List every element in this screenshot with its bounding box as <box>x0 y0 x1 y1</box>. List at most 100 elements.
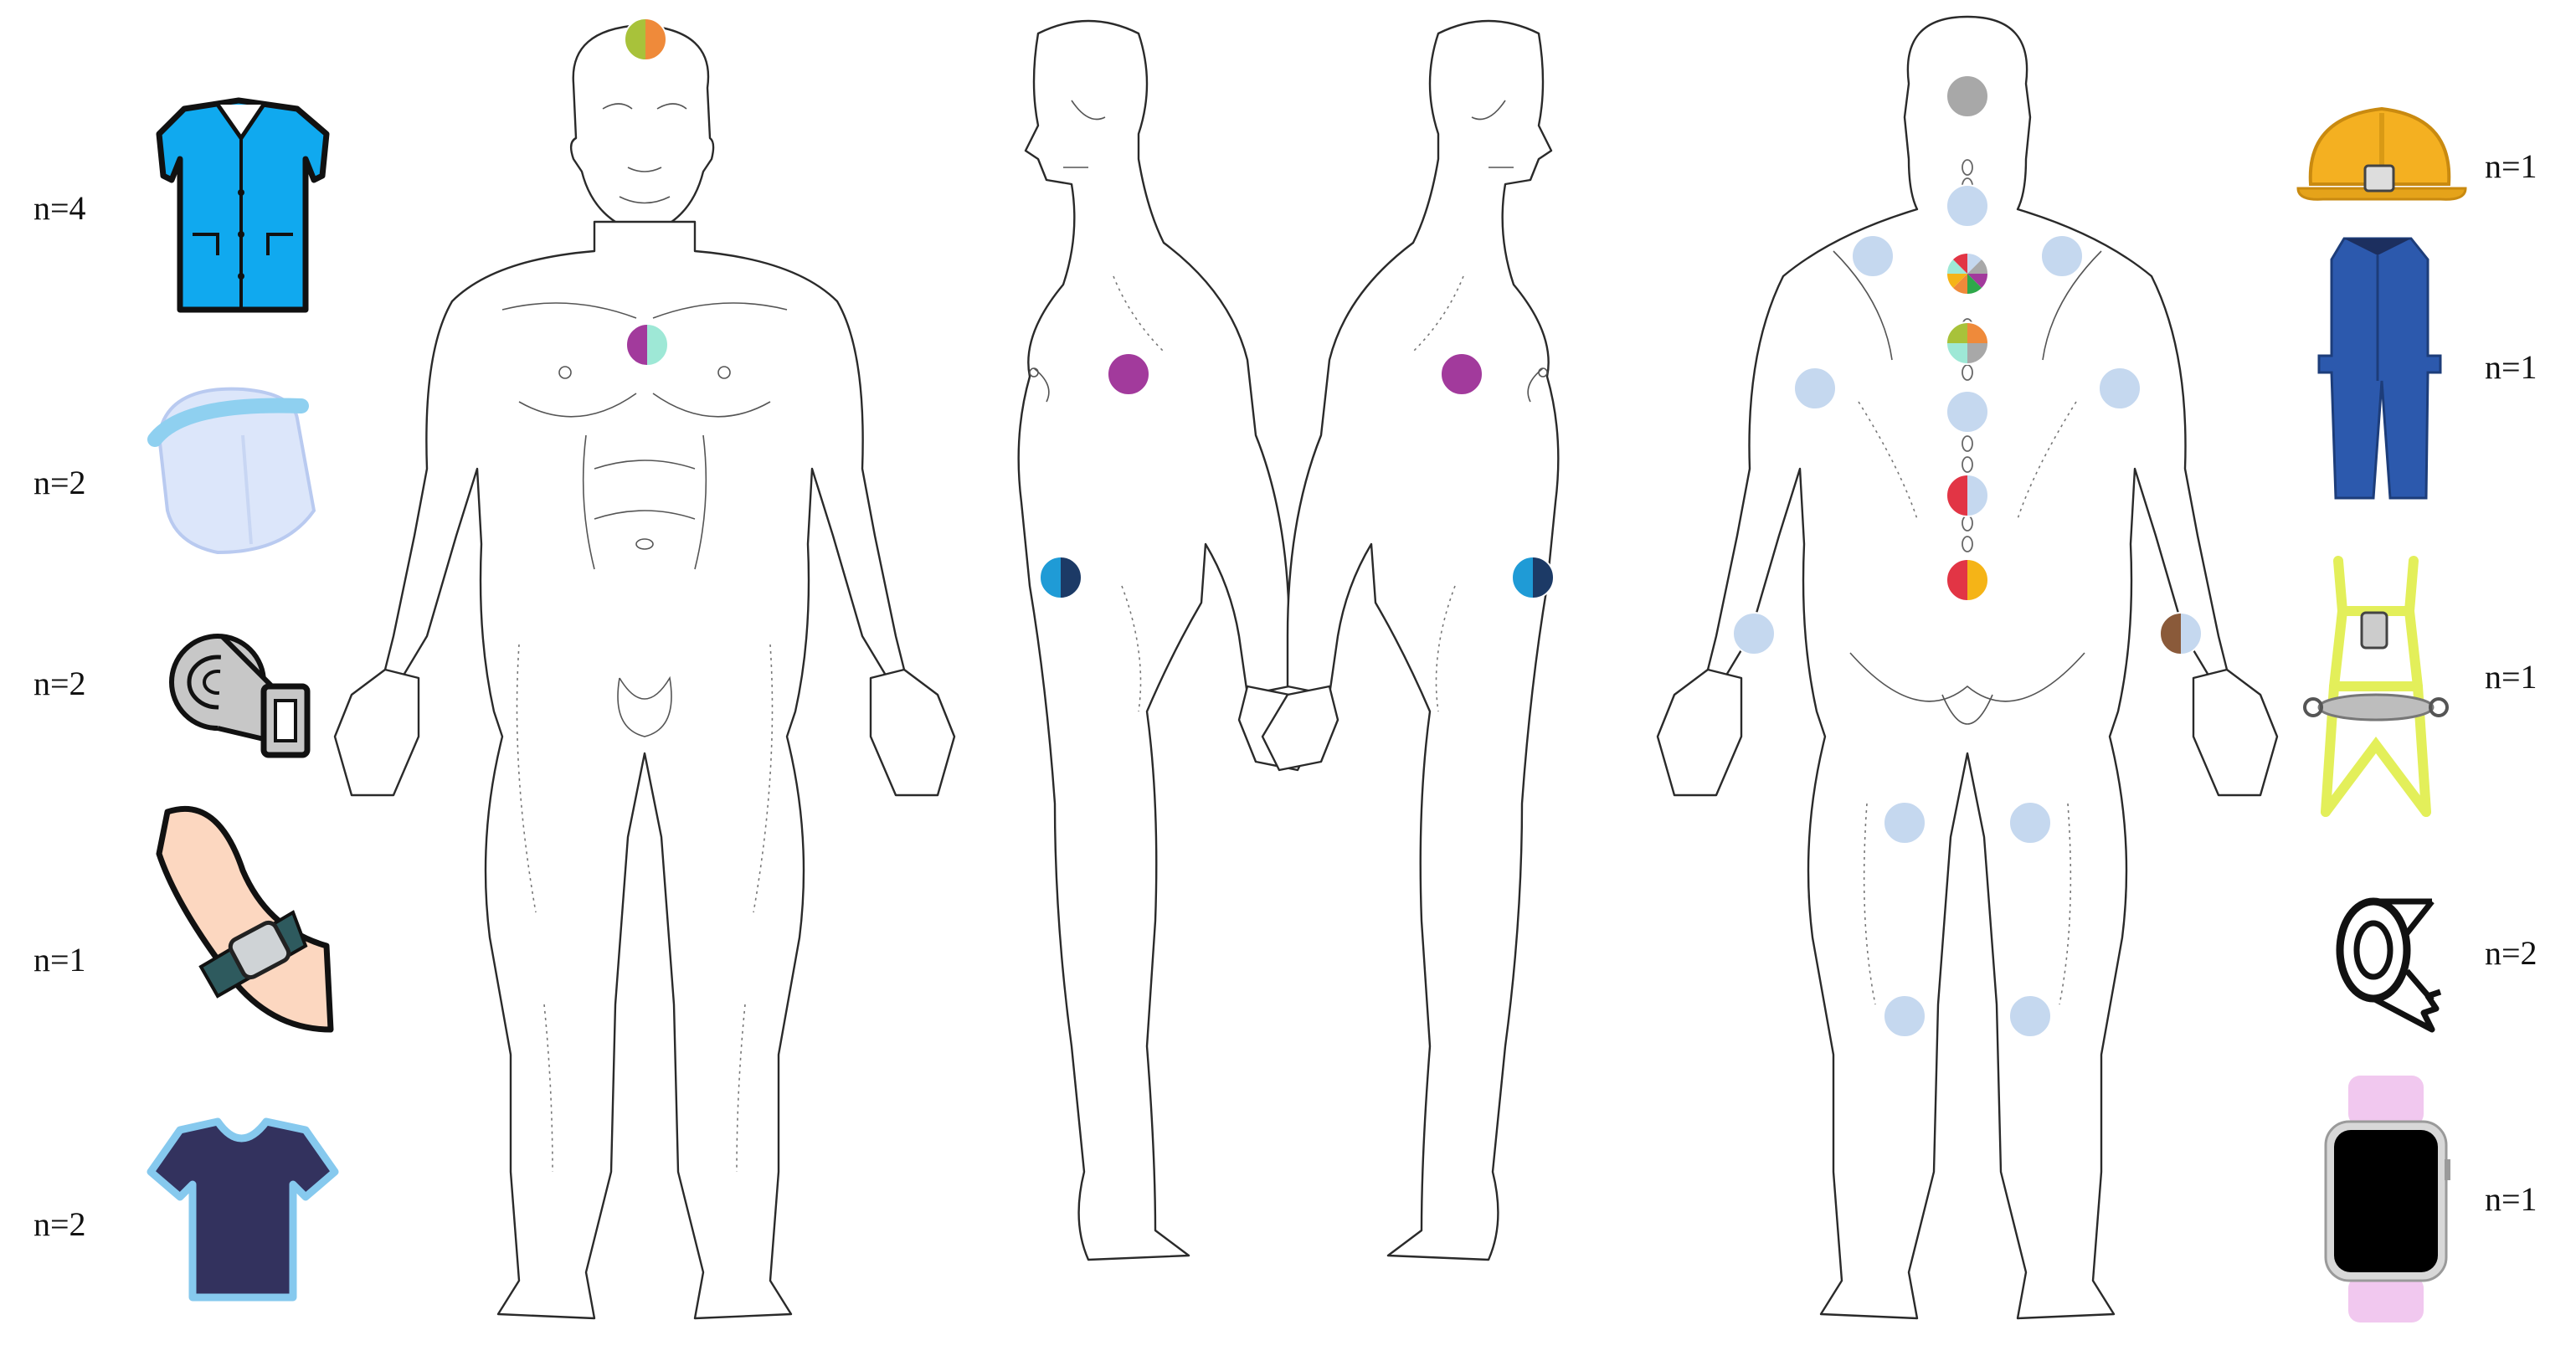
sensor-marker-fill <box>1108 353 1149 395</box>
sensor-marker-back-left-calf <box>1883 994 1926 1038</box>
sensor-marker-ring <box>1946 558 1989 602</box>
face-shield-icon <box>147 387 316 555</box>
sensor-marker-segment <box>626 324 647 366</box>
back-view-figure <box>1656 15 2279 1320</box>
sensor-marker-ring <box>1883 994 1926 1038</box>
hard-hat-count: n=1 <box>2485 147 2537 185</box>
sensor-marker-ring <box>1946 474 1989 517</box>
front-view-figure <box>333 23 956 1320</box>
right-legend: n=1 n=1 n=1 n=2 <box>2296 106 2537 1322</box>
sensor-marker-ring <box>624 18 667 61</box>
sensor-marker-back-right-calf <box>2008 994 2052 1038</box>
safety-harness-icon <box>2303 556 2449 817</box>
sensor-marker-fill <box>2009 995 2051 1037</box>
sensor-marker-segment <box>1040 557 1061 598</box>
armband-sensor-icon <box>156 805 334 1033</box>
sensor-marker-fill <box>1441 353 1483 395</box>
adhesive-tape-icon <box>2336 897 2442 1033</box>
belt-count: n=2 <box>33 665 86 702</box>
sensor-marker-segment <box>2160 613 2181 655</box>
sensor-marker-fill <box>1884 995 1926 1037</box>
sensor-marker-ring <box>625 323 669 367</box>
sensor-marker-side_right-hip <box>1511 556 1555 599</box>
tshirt-count: n=2 <box>33 1205 86 1243</box>
sensor-marker-segment <box>1967 274 1988 289</box>
sensor-marker-ring <box>1946 184 1989 228</box>
sensor-marker-ring <box>1946 390 1989 434</box>
lab-coat-icon <box>156 97 330 313</box>
sensor-marker-ring <box>1511 556 1555 599</box>
sensor-marker-segment <box>1946 259 1967 274</box>
sensor-marker-back-left-wrist <box>1732 612 1776 655</box>
sensor-marker-ring <box>2008 801 2052 845</box>
sensor-marker-ring <box>2008 994 2052 1038</box>
sensor-marker-fill <box>1946 391 1988 433</box>
sensor-marker-segment <box>1946 274 1967 289</box>
safety-harness-count: n=1 <box>2485 658 2537 696</box>
sensor-marker-segment <box>1512 557 1533 598</box>
sensor-marker-back-right-upper-arm <box>2098 367 2142 410</box>
sensor-marker-back-sacral <box>1946 558 1989 602</box>
sensor-marker-segment <box>1946 322 1967 343</box>
sensor-marker-back-right-wrist <box>2159 612 2203 655</box>
sensor-marker-segment <box>1967 475 1988 516</box>
left-legend: n=4 n=2 n=2 n=1 n=2 <box>33 97 339 1302</box>
sensor-marker-front-forehead <box>624 18 667 61</box>
sensor-marker-back-left-thigh <box>1883 801 1926 845</box>
sensor-marker-fill <box>1733 613 1775 655</box>
sensor-marker-segment <box>2181 613 2202 655</box>
sensor-marker-fill <box>1794 367 1836 409</box>
sensor-marker-ring <box>1883 801 1926 845</box>
sensor-marker-fill <box>1946 185 1988 227</box>
sensor-marker-segment <box>625 18 645 60</box>
sensor-marker-fill <box>2041 235 2083 277</box>
coverall-count: n=1 <box>2485 348 2537 386</box>
hard-hat-icon <box>2296 106 2467 201</box>
sensor-marker-back-c7 <box>1946 184 1989 228</box>
sensor-marker-ring <box>2098 367 2142 410</box>
sensor-marker-segment <box>1946 343 1967 364</box>
sensor-marker-segment <box>1967 322 1988 343</box>
sensor-marker-fill <box>2009 802 2051 844</box>
sensor-marker-back-mid-thoracic <box>1946 321 1989 365</box>
sensor-marker-fill <box>1884 802 1926 844</box>
sensor-marker-fill <box>1946 75 1988 117</box>
sensor-marker-fill <box>1852 235 1894 277</box>
sensor-marker-side_left-upper-arm <box>1107 352 1150 396</box>
sensor-marker-back-right-thigh <box>2008 801 2052 845</box>
sensor-marker-ring <box>2040 234 2084 278</box>
sensor-marker-ring <box>1851 234 1895 278</box>
sensor-marker-fill <box>2099 367 2141 409</box>
coverall-icon <box>2317 237 2442 500</box>
sensor-marker-ring <box>1946 74 1989 118</box>
side-view-right-figure <box>1261 19 1560 1261</box>
face-shield-count: n=2 <box>33 464 86 501</box>
sensor-marker-segment <box>1061 557 1082 598</box>
sensor-marker-segment <box>1533 557 1554 598</box>
sensor-marker-segment <box>1946 475 1967 516</box>
sensor-marker-segment <box>1952 253 1967 274</box>
sensor-marker-ring <box>1440 352 1483 396</box>
sensor-marker-back-head-back <box>1946 74 1989 118</box>
belt-icon <box>169 634 311 758</box>
sensor-marker-ring <box>1732 612 1776 655</box>
sensor-marker-back-lumbar <box>1946 474 1989 517</box>
smartwatch-icon <box>2324 1076 2450 1322</box>
sensor-marker-back-upper-thoracic <box>1946 252 1989 295</box>
sensor-marker-ring <box>1107 352 1150 396</box>
sensor-marker-side_right-upper-arm <box>1440 352 1483 396</box>
sensor-marker-back-left-upper-arm <box>1793 367 1837 410</box>
sensor-marker-segment <box>1967 259 1988 274</box>
sensor-marker-segment <box>1967 253 1982 274</box>
sensor-marker-back-right-shoulder <box>2040 234 2084 278</box>
lab-coat-count: n=4 <box>33 189 86 227</box>
sensor-marker-ring <box>1946 252 1989 295</box>
sensor-marker-back-thoracolumbar <box>1946 390 1989 434</box>
sensor-marker-ring <box>2159 612 2203 655</box>
sensor-marker-ring <box>1793 367 1837 410</box>
side-view-left-figure <box>1017 19 1316 1261</box>
sensor-marker-segment <box>647 324 668 366</box>
sensor-marker-ring <box>1039 556 1082 599</box>
sensor-marker-segment <box>1967 274 1982 295</box>
